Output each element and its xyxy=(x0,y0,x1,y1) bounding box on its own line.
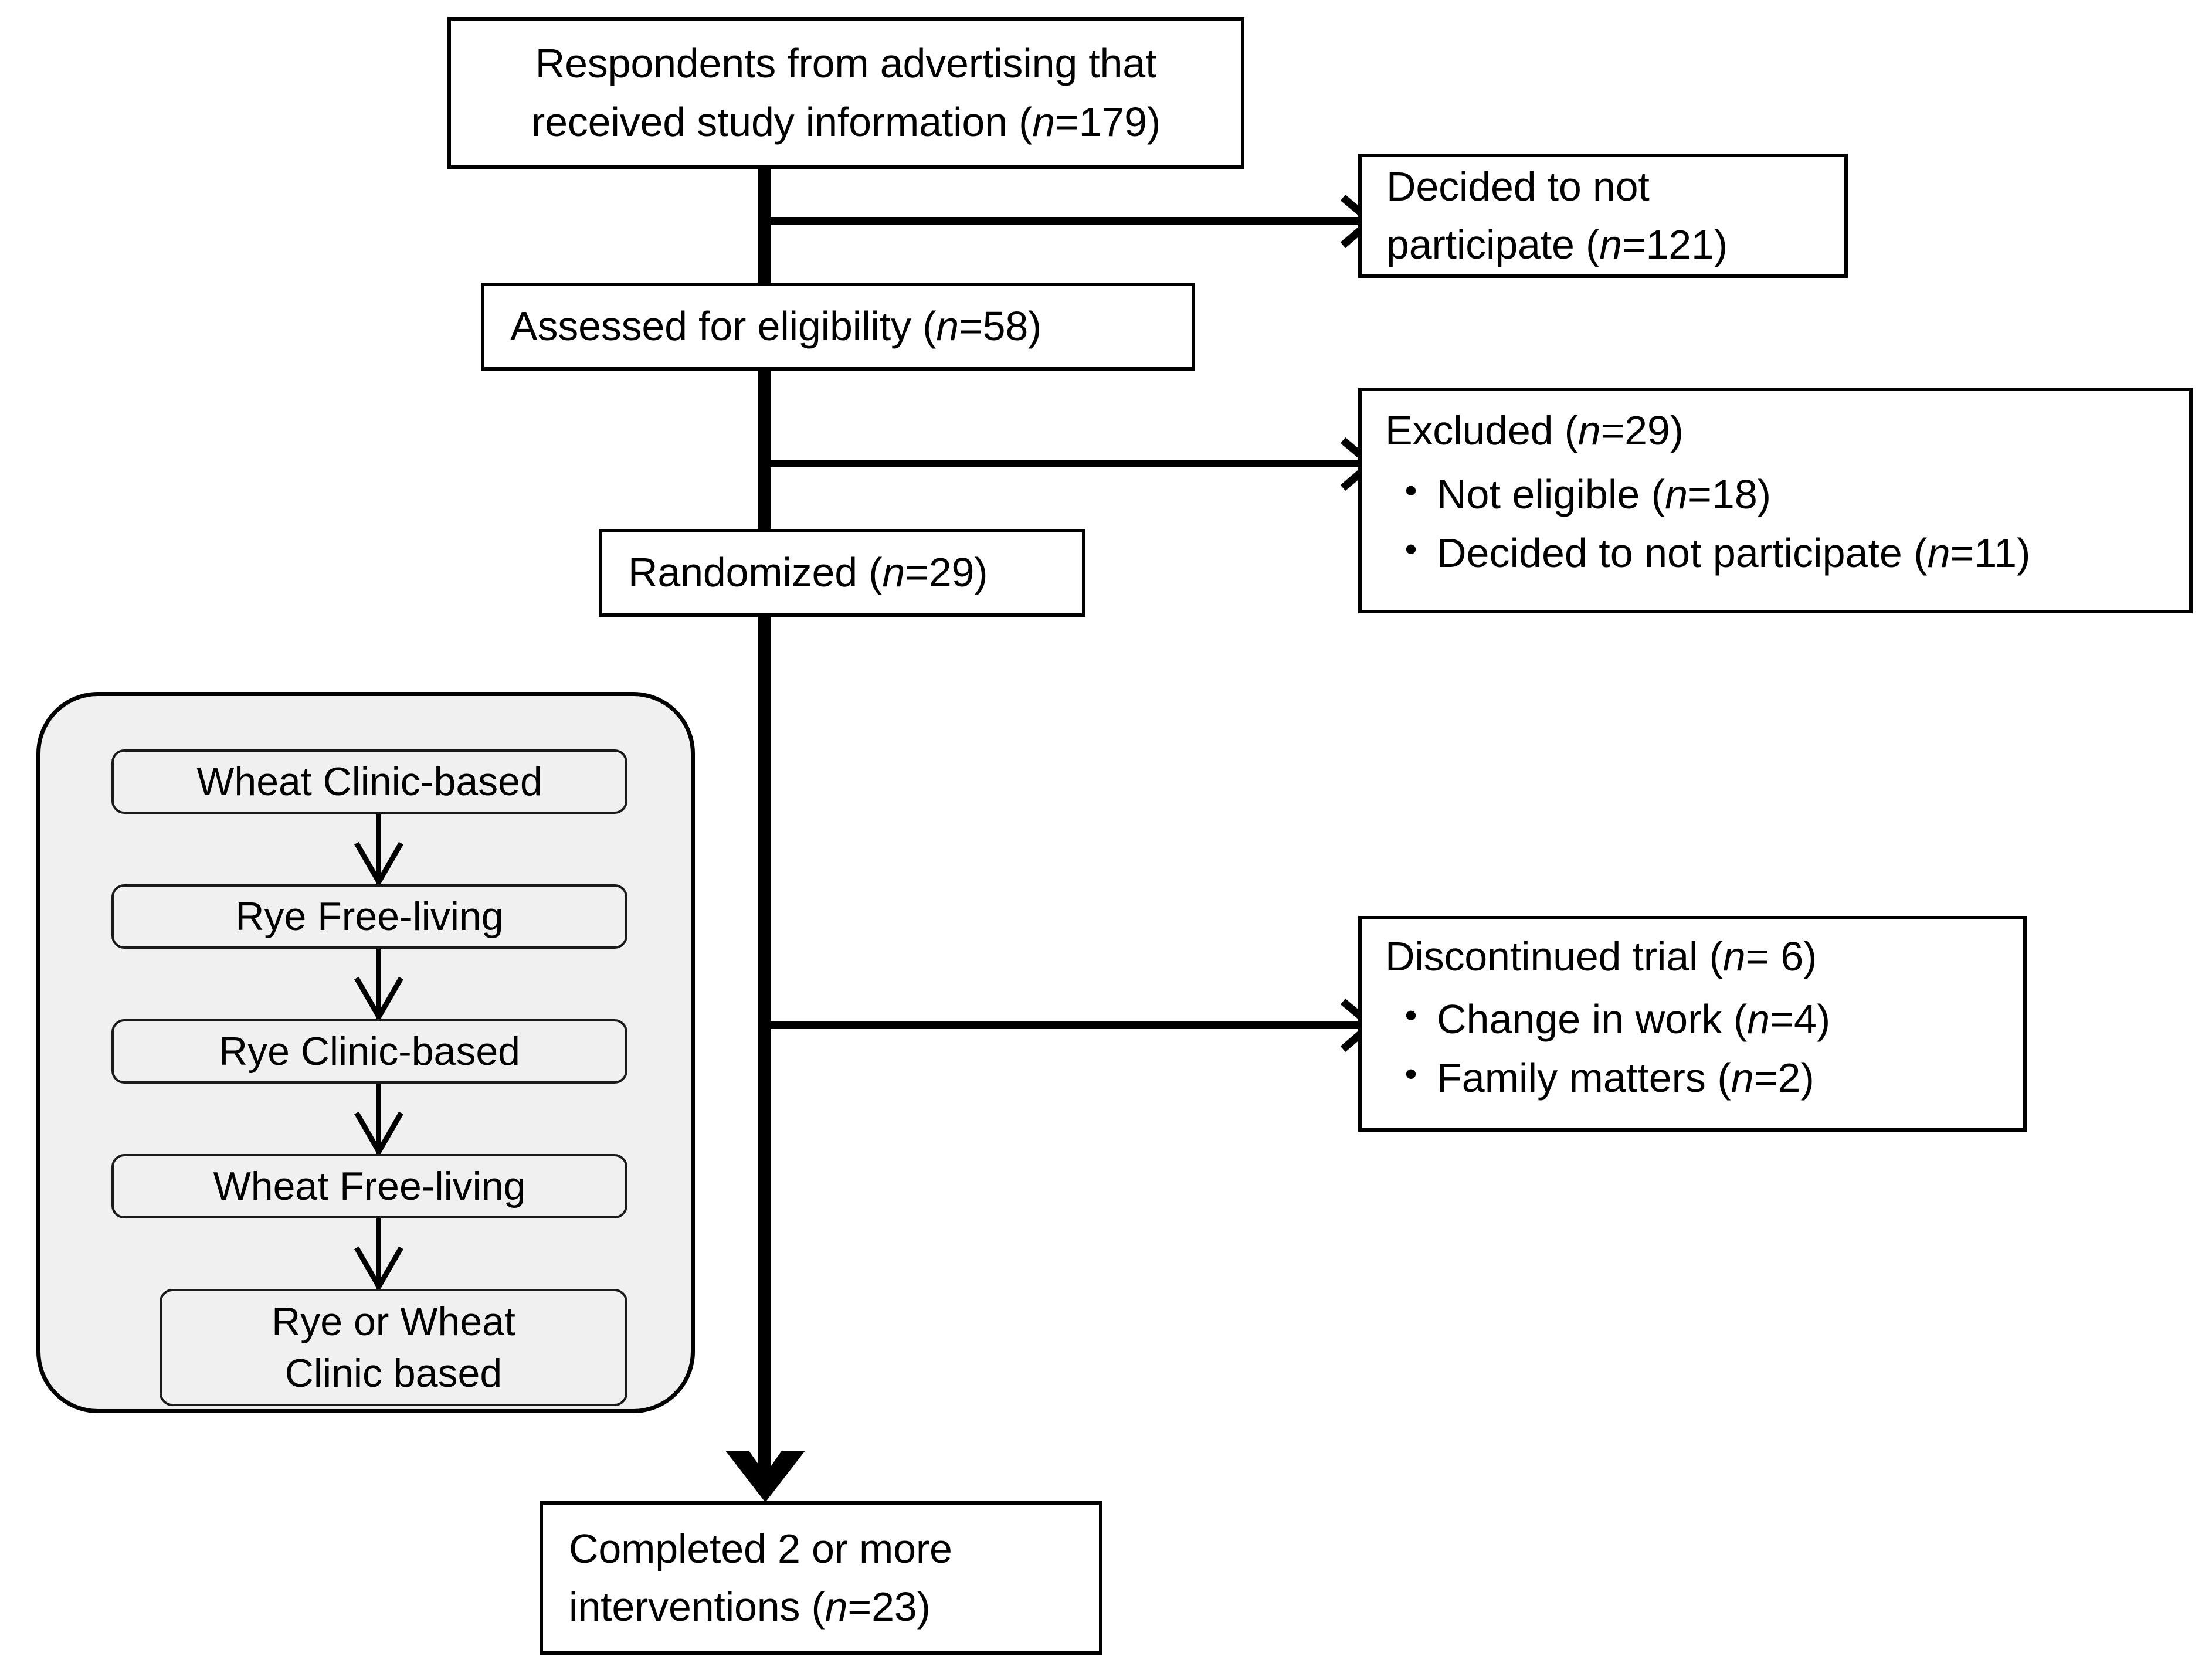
excluded-b1-suffix: =11) xyxy=(1950,529,2031,576)
disc-b0-n: n xyxy=(1747,996,1770,1043)
connector-2 xyxy=(376,949,381,1019)
respondents-line2-n: n xyxy=(1032,99,1055,145)
step5-line2: Clinic based xyxy=(284,1351,503,1396)
disc-b1-prefix: Family matters ( xyxy=(1437,1054,1731,1101)
box-declined-line1: Decided to not xyxy=(1386,163,1650,209)
randomized-suffix: =29) xyxy=(905,549,988,596)
discontinued-bullet-0-text: Change in work (n=4) xyxy=(1437,990,2002,1048)
declined-line2-prefix: participate ( xyxy=(1386,222,1600,267)
box-respondents-line1: Respondents from advertising that xyxy=(535,40,1157,87)
excluded-heading-prefix: Excluded ( xyxy=(1385,408,1578,453)
excluded-bullet-0: • Not eligible (n=18) xyxy=(1385,466,2168,524)
excluded-b0-suffix: =18) xyxy=(1688,471,1772,518)
box-completed-line1: Completed 2 or more xyxy=(569,1525,952,1571)
completed-line2-suffix: =23) xyxy=(847,1584,931,1630)
disc-b0-suffix: =4) xyxy=(1770,996,1831,1043)
main-spine-segment-1 xyxy=(758,169,771,284)
intervention-step-rye-or-wheat-clinic-based: Rye or Wheat Clinic based xyxy=(160,1289,627,1406)
completed-line2-prefix: interventions ( xyxy=(569,1584,825,1630)
box-declined-line2: participate (n=121) xyxy=(1386,216,1820,274)
box-randomized-label: Randomized (n=29) xyxy=(628,544,1056,602)
bullet-icon: • xyxy=(1404,529,1417,569)
step5-line1: Rye or Wheat xyxy=(272,1299,515,1344)
main-spine-segment-2 xyxy=(758,369,771,529)
connector-4 xyxy=(376,1218,381,1289)
box-excluded-heading: Excluded (n=29) xyxy=(1385,402,2168,460)
connector-3 xyxy=(376,1084,381,1154)
branch-line-excluded xyxy=(758,460,1359,467)
intervention-step-rye-free-living: Rye Free-living xyxy=(111,884,627,949)
excluded-bullet-1: • Decided to not participate (n=11) xyxy=(1385,524,2168,582)
branch-line-discontinued xyxy=(758,1021,1359,1029)
respondents-line2-prefix: received study information ( xyxy=(531,99,1033,145)
excluded-b1-prefix: Decided to not participate ( xyxy=(1437,529,1928,576)
excluded-heading-suffix: =29) xyxy=(1600,408,1684,453)
disc-b0-prefix: Change in work ( xyxy=(1437,996,1748,1043)
randomized-prefix: Randomized ( xyxy=(628,549,883,596)
bullet-icon: • xyxy=(1404,471,1417,511)
box-discontinued: Discontinued trial (n= 6) • Change in wo… xyxy=(1358,916,2027,1132)
excluded-heading-n: n xyxy=(1577,408,1601,453)
excluded-bullet-1-text: Decided to not participate (n=11) xyxy=(1437,524,2168,582)
box-excluded: Excluded (n=29) • Not eligible (n=18) • … xyxy=(1358,388,2193,613)
box-discontinued-heading: Discontinued trial (n= 6) xyxy=(1385,928,2002,986)
excluded-b1-n: n xyxy=(1927,529,1950,576)
completed-line2-n: n xyxy=(825,1584,848,1630)
connector-arrowhead-4 xyxy=(354,1246,403,1292)
connector-1 xyxy=(376,814,381,884)
assessed-suffix: =58) xyxy=(958,303,1042,349)
box-respondents: Respondents from advertising that receiv… xyxy=(447,17,1244,169)
box-randomized: Randomized (n=29) xyxy=(599,529,1085,617)
declined-line2-suffix: =121) xyxy=(1621,222,1728,267)
box-completed: Completed 2 or more interventions (n=23) xyxy=(540,1501,1102,1655)
disc-b1-n: n xyxy=(1731,1054,1754,1101)
excluded-b0-prefix: Not eligible ( xyxy=(1437,471,1665,518)
box-assessed-label: Assessed for eligibility (n=58) xyxy=(510,297,1166,355)
randomized-n: n xyxy=(882,549,905,596)
box-assessed: Assessed for eligibility (n=58) xyxy=(481,283,1195,371)
box-respondents-line2: received study information (n=179) xyxy=(451,93,1241,151)
connector-arrowhead-3 xyxy=(354,1111,403,1158)
bullet-icon: • xyxy=(1404,996,1417,1036)
discontinued-heading-prefix: Discontinued trial ( xyxy=(1385,934,1723,979)
assessed-prefix: Assessed for eligibility ( xyxy=(510,303,937,349)
main-spine-segment-3 xyxy=(758,616,771,1483)
branch-line-declined xyxy=(758,217,1359,225)
assessed-n: n xyxy=(936,303,959,349)
discontinued-bullet-1: • Family matters (n=2) xyxy=(1385,1049,2002,1107)
respondents-line2-suffix: =179) xyxy=(1054,99,1161,145)
excluded-bullet-0-text: Not eligible (n=18) xyxy=(1437,466,2168,524)
bullet-icon: • xyxy=(1404,1054,1417,1094)
intervention-step-rye-clinic-based: Rye Clinic-based xyxy=(111,1019,627,1084)
declined-line2-n: n xyxy=(1599,222,1622,267)
box-declined: Decided to not participate (n=121) xyxy=(1358,154,1848,278)
discontinued-bullet-1-text: Family matters (n=2) xyxy=(1437,1049,2002,1107)
intervention-step-wheat-free-living: Wheat Free-living xyxy=(111,1154,627,1218)
spine-arrowhead-down xyxy=(725,1451,805,1502)
connector-arrowhead-2 xyxy=(354,976,403,1023)
excluded-b0-n: n xyxy=(1665,471,1688,518)
discontinued-bullet-0: • Change in work (n=4) xyxy=(1385,990,2002,1048)
connector-arrowhead-1 xyxy=(354,841,403,888)
intervention-step-wheat-clinic-based: Wheat Clinic-based xyxy=(111,749,627,814)
box-completed-line2: interventions (n=23) xyxy=(569,1578,1073,1636)
disc-b1-suffix: =2) xyxy=(1753,1054,1814,1101)
discontinued-heading-n: n xyxy=(1722,934,1746,979)
discontinued-heading-suffix: = 6) xyxy=(1745,934,1817,979)
